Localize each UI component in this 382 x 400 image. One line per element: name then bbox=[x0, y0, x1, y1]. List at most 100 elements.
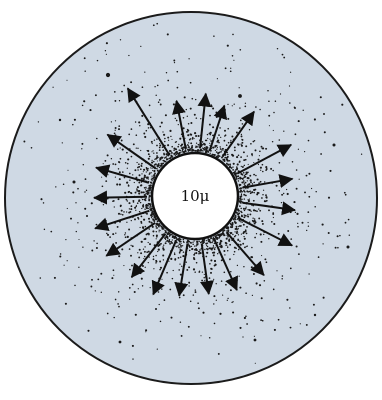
concentration-dot bbox=[144, 251, 146, 253]
concentration-dot bbox=[215, 247, 216, 248]
concentration-dot bbox=[339, 235, 341, 237]
concentration-dot bbox=[253, 200, 255, 202]
concentration-dot bbox=[232, 311, 234, 313]
concentration-dot bbox=[142, 285, 143, 286]
concentration-dot bbox=[273, 217, 274, 218]
concentration-dot bbox=[159, 145, 161, 147]
concentration-dot bbox=[345, 194, 347, 196]
concentration-dot bbox=[265, 194, 267, 196]
concentration-dot bbox=[77, 222, 78, 223]
concentration-dot bbox=[243, 159, 245, 161]
concentration-dot bbox=[156, 236, 158, 238]
concentration-dot bbox=[322, 224, 324, 226]
concentration-dot bbox=[298, 253, 300, 255]
concentration-dot bbox=[204, 274, 205, 275]
concentration-dot bbox=[141, 165, 143, 167]
concentration-dot bbox=[224, 140, 226, 142]
concentration-dot bbox=[218, 140, 219, 141]
concentration-dot bbox=[130, 255, 132, 257]
concentration-dot bbox=[144, 238, 146, 240]
concentration-dot bbox=[181, 335, 183, 337]
concentration-dot bbox=[188, 285, 189, 286]
concentration-dot bbox=[138, 256, 140, 258]
concentration-dot bbox=[176, 120, 178, 122]
concentration-dot bbox=[171, 317, 173, 319]
concentration-dot bbox=[105, 50, 106, 51]
concentration-dot bbox=[196, 117, 198, 119]
concentration-dot bbox=[241, 173, 243, 175]
concentration-dot bbox=[198, 240, 199, 241]
concentration-dot bbox=[170, 155, 172, 157]
concentration-dot bbox=[157, 170, 158, 171]
concentration-dot bbox=[224, 235, 225, 236]
concentration-dot bbox=[178, 237, 180, 239]
concentration-dot bbox=[73, 181, 76, 184]
concentration-dot bbox=[250, 143, 252, 145]
concentration-dot bbox=[140, 252, 142, 254]
concentration-dot bbox=[143, 171, 144, 172]
concentration-dot bbox=[159, 261, 161, 263]
concentration-dot bbox=[271, 221, 273, 223]
concentration-dot bbox=[179, 241, 181, 243]
concentration-dot bbox=[96, 138, 98, 140]
concentration-dot bbox=[290, 211, 292, 213]
concentration-dot bbox=[153, 235, 155, 237]
concentration-dot bbox=[118, 198, 120, 200]
concentration-dot bbox=[297, 223, 298, 224]
concentration-dot bbox=[216, 148, 217, 149]
concentration-dot bbox=[227, 300, 228, 301]
concentration-dot bbox=[238, 226, 239, 227]
concentration-dot bbox=[135, 314, 137, 316]
concentration-dot bbox=[315, 191, 316, 192]
concentration-dot bbox=[254, 220, 256, 222]
concentration-dot bbox=[219, 146, 220, 147]
concentration-dot bbox=[296, 188, 298, 190]
concentration-dot bbox=[248, 183, 250, 185]
concentration-dot bbox=[143, 219, 145, 221]
concentration-dot bbox=[140, 221, 142, 223]
concentration-dot bbox=[143, 249, 144, 250]
concentration-dot bbox=[126, 211, 127, 212]
concentration-dot bbox=[146, 208, 148, 210]
concentration-dot bbox=[253, 273, 255, 275]
concentration-dot bbox=[229, 160, 231, 162]
concentration-dot bbox=[196, 249, 198, 251]
concentration-dot bbox=[123, 211, 125, 213]
concentration-dot bbox=[112, 163, 114, 165]
concentration-dot bbox=[233, 60, 234, 61]
concentration-dot bbox=[247, 215, 249, 217]
concentration-dot bbox=[241, 215, 243, 217]
concentration-dot bbox=[136, 147, 137, 148]
concentration-dot bbox=[216, 141, 218, 143]
concentration-dot bbox=[261, 297, 263, 299]
concentration-dot bbox=[186, 109, 187, 110]
concentration-dot bbox=[283, 193, 284, 194]
concentration-dot bbox=[145, 200, 147, 202]
concentration-dot bbox=[179, 138, 181, 140]
concentration-dot bbox=[134, 169, 136, 171]
concentration-dot bbox=[129, 269, 131, 271]
concentration-dot bbox=[243, 190, 244, 191]
concentration-dot bbox=[119, 178, 121, 180]
concentration-dot bbox=[209, 281, 211, 283]
concentration-dot bbox=[281, 202, 282, 203]
concentration-dot bbox=[258, 208, 259, 209]
concentration-dot bbox=[159, 126, 161, 128]
concentration-dot bbox=[122, 214, 124, 216]
concentration-dot bbox=[112, 200, 114, 202]
concentration-dot bbox=[361, 154, 362, 155]
concentration-dot bbox=[117, 226, 119, 228]
concentration-dot bbox=[222, 150, 223, 151]
concentration-dot bbox=[140, 202, 141, 203]
concentration-dot bbox=[190, 108, 192, 110]
concentration-dot bbox=[157, 349, 158, 350]
concentration-dot bbox=[96, 247, 98, 249]
concentration-dot bbox=[146, 251, 148, 253]
concentration-dot bbox=[209, 143, 210, 144]
concentration-dot bbox=[115, 143, 117, 145]
concentration-dot bbox=[188, 142, 189, 143]
concentration-dot bbox=[217, 152, 219, 154]
concentration-dot bbox=[162, 157, 163, 158]
concentration-dot bbox=[298, 120, 300, 122]
concentration-dot bbox=[311, 188, 312, 189]
